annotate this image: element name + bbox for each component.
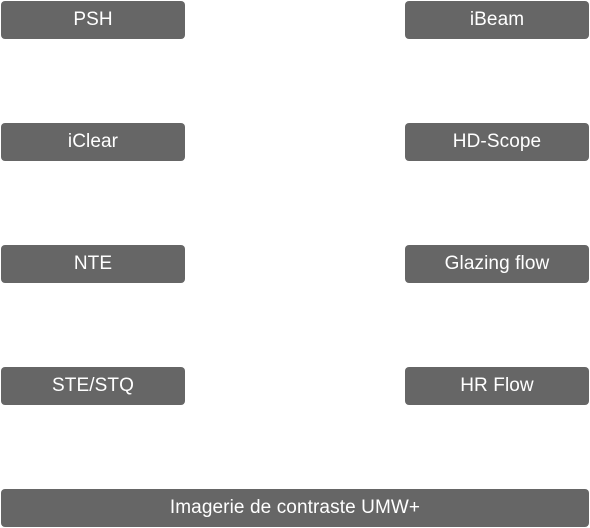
feature-button-hr-flow[interactable]: HR Flow [405, 367, 589, 405]
feature-label: iBeam [469, 9, 525, 30]
feature-label: PSH [73, 9, 113, 30]
feature-button-nte[interactable]: NTE [1, 245, 185, 283]
feature-label: NTE [73, 253, 113, 274]
feature-label: HD-Scope [452, 131, 542, 152]
feature-label: Imagerie de contraste UMW+ [169, 497, 421, 518]
feature-button-psh[interactable]: PSH [1, 1, 185, 39]
feature-button-ibeam[interactable]: iBeam [405, 1, 589, 39]
feature-label: STE/STQ [52, 375, 134, 396]
feature-button-umw-contrast-imaging[interactable]: Imagerie de contraste UMW+ [1, 489, 589, 527]
feature-label: Glazing flow [444, 253, 550, 274]
feature-button-glazing-flow[interactable]: Glazing flow [405, 245, 589, 283]
feature-label: iClear [67, 131, 119, 152]
feature-button-hd-scope[interactable]: HD-Scope [405, 123, 589, 161]
feature-label: HR Flow [460, 375, 534, 396]
feature-button-iclear[interactable]: iClear [1, 123, 185, 161]
feature-button-ste-stq[interactable]: STE/STQ [1, 367, 185, 405]
